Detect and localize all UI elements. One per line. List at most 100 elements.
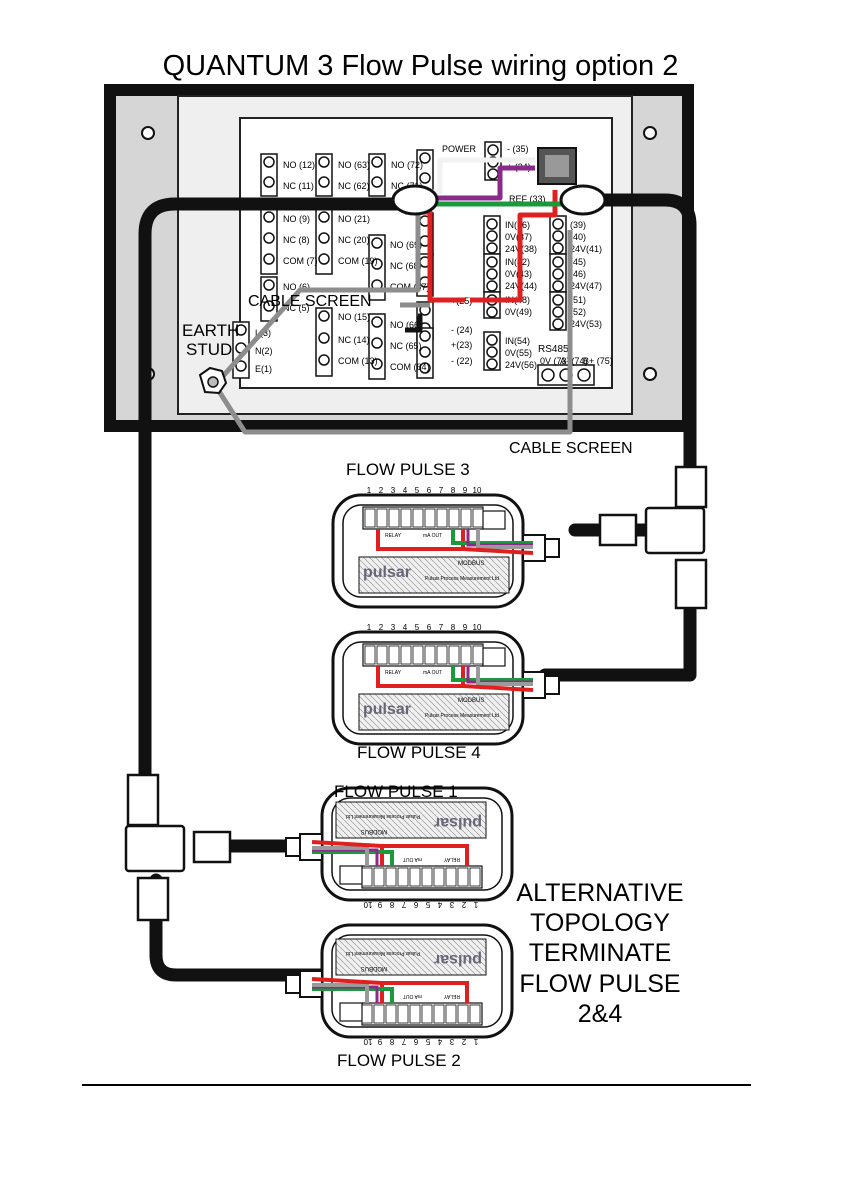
cable-screen-label-top: CABLE SCREEN <box>248 293 372 310</box>
relay2-no: NO (6) <box>283 282 310 292</box>
fp-terminal <box>472 645 484 665</box>
fp-connector-icon <box>482 647 506 667</box>
terminal-screw-icon <box>371 176 383 188</box>
fp-terminal <box>433 1004 445 1024</box>
mount-hole-icon <box>643 367 657 381</box>
comms-power: POWER <box>442 144 477 154</box>
fp-terminal-number: 10 <box>473 623 482 632</box>
fp-modbus-label: MODBUS <box>361 828 387 834</box>
fp-modbus-label: MODBUS <box>458 698 484 704</box>
fp-terminal-number: 1 <box>367 623 372 632</box>
fp-terminal-number: 8 <box>389 1037 394 1046</box>
relay4-nc: NC (8) <box>283 235 310 245</box>
terminal-screw-icon <box>552 294 564 306</box>
fp-wire-red <box>376 666 465 688</box>
fp-terminal-number: 5 <box>425 1037 430 1046</box>
terminal-screw-icon <box>486 242 498 254</box>
terminal-screw-icon <box>371 358 383 370</box>
fp-wire-red <box>376 529 465 551</box>
fp-terminal-number: 1 <box>367 486 372 495</box>
terminal-screw-icon <box>318 211 330 223</box>
fp-wire-screen <box>312 846 369 866</box>
fp-relay-label: RELAY <box>443 856 460 862</box>
fp-terminal <box>460 645 472 665</box>
r47: 24V(47) <box>570 281 602 291</box>
fp-terminal <box>424 508 436 528</box>
terminal-screw-icon <box>419 172 431 184</box>
fp-terminal <box>469 867 481 887</box>
r51: (51) <box>570 295 586 305</box>
terminal-screw-icon <box>263 211 275 223</box>
fp-terminal-number: 3 <box>391 623 396 632</box>
terminal-screw-icon <box>235 360 247 372</box>
fp-maker-label: Pulsar Process Measurement Ltd <box>425 713 499 719</box>
tee-connector-right <box>598 465 708 610</box>
terminal-screw-icon <box>486 218 498 230</box>
fp-terminal <box>361 1004 373 1024</box>
alt-topology-line2: TOPOLOGY <box>530 909 670 937</box>
fp-terminal <box>388 645 400 665</box>
r39: (39) <box>570 220 586 230</box>
fp-relay-label: RELAY <box>443 993 460 999</box>
fp-terminal <box>397 867 409 887</box>
fp-terminal-number: 6 <box>413 1037 418 1046</box>
ac-in-n: N(2) <box>255 346 273 356</box>
rs485-a: A- (74) <box>560 356 588 366</box>
relay1-com: COM (13) <box>338 356 378 366</box>
fp-terminal-number: 7 <box>401 900 406 909</box>
fp-modbus-label: MODBUS <box>458 561 484 567</box>
fp-terminal-number: 4 <box>437 900 442 909</box>
earth-stud-icon <box>198 366 228 395</box>
relay5-com: COM (19) <box>338 256 378 266</box>
alt-topology-line1: ALTERNATIVE <box>516 879 683 907</box>
fp-terminal-number: 6 <box>427 623 432 632</box>
relay9-com: COM (67) <box>390 282 430 292</box>
cable-screen-label-bottom: CABLE SCREEN <box>509 440 633 457</box>
relay10-no: NO (72) <box>391 160 423 170</box>
fp-brand-logo: pulsar <box>434 951 482 968</box>
tee-connector-left <box>124 773 232 922</box>
fp-terminal-number: 3 <box>449 1037 454 1046</box>
fp-terminal-number: 2 <box>461 900 466 909</box>
terminal-screw-icon <box>486 230 498 242</box>
fp-terminal <box>412 645 424 665</box>
alt-topology-line4: FLOW PULSE <box>519 970 680 998</box>
ethernet-port-inner <box>545 155 569 177</box>
fp-wire-screen <box>476 666 533 686</box>
fp-gland-icon <box>285 974 301 994</box>
comms-35: - (35) <box>507 144 529 154</box>
relay8-no: NO (66) <box>390 320 422 330</box>
fp-label-plate <box>358 556 510 594</box>
fp-modbus-label: MODBUS <box>361 965 387 971</box>
fp-terminal-number: 10 <box>363 1037 372 1046</box>
terminal-screw-icon <box>263 253 275 265</box>
fp-wire-red <box>311 840 383 848</box>
fp-terminal-number: 4 <box>403 486 408 495</box>
fp-gland-icon <box>544 538 560 558</box>
fp-terminal-number: 5 <box>415 486 420 495</box>
dc-23: +(23) <box>451 340 472 350</box>
relay2-nc: NC (5) <box>283 303 310 313</box>
fp-wire-red <box>380 844 469 866</box>
footer-rule <box>82 1084 751 1086</box>
terminal-screw-icon <box>419 346 431 358</box>
fp-terminal <box>457 867 469 887</box>
fp-wire-screen <box>476 529 533 549</box>
terminal-screw-icon <box>371 156 383 168</box>
fp-relay-label: RELAY <box>385 670 402 676</box>
terminal-screw-icon <box>552 256 564 268</box>
fp-ma-label: mA OUT <box>423 670 442 676</box>
input7-0v: 0V(55) <box>505 348 532 358</box>
terminal-screw-icon <box>318 253 330 265</box>
dc-22: - (22) <box>451 356 473 366</box>
terminal-screw-icon <box>419 330 431 342</box>
fp-terminal-number: 7 <box>401 1037 406 1046</box>
fp-wire-red <box>380 981 469 1003</box>
diagram-labels: CABLE SCREEN CABLE SCREEN EARTH STUD FLO… <box>182 293 684 1070</box>
earth-stud-label-line2: STUD <box>186 340 232 359</box>
terminal-screw-icon <box>318 354 330 366</box>
fp-terminal-number: 7 <box>439 623 444 632</box>
fp-terminal-number: 3 <box>391 486 396 495</box>
fp-terminal-number: 3 <box>449 900 454 909</box>
